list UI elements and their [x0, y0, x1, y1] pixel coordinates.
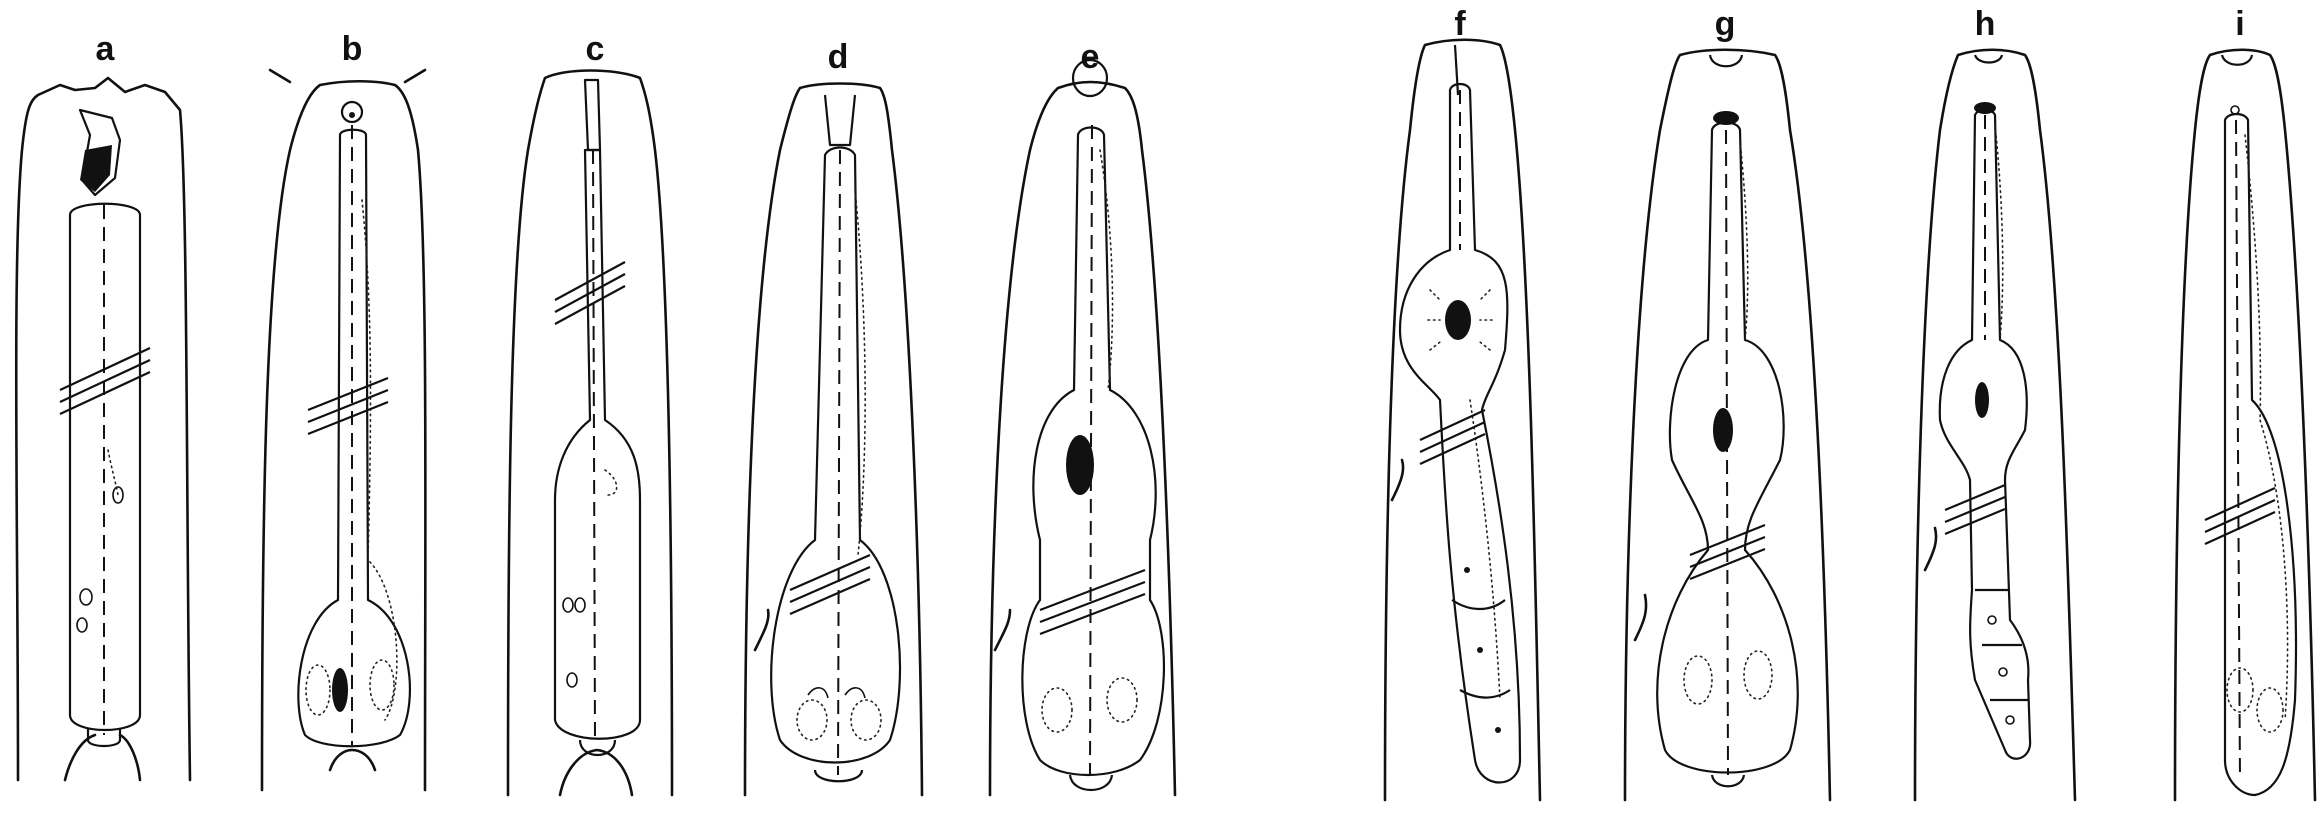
- nerve-ring: [790, 555, 870, 614]
- cardia: [1712, 775, 1744, 786]
- median-bulb-valve: [1445, 300, 1471, 340]
- pharynx: [771, 148, 900, 763]
- pharynx-lumen: [2236, 120, 2240, 780]
- cuticle-fold: [755, 610, 768, 650]
- cephalic-setae: [270, 70, 425, 82]
- lip-region: [1975, 55, 2002, 63]
- pharyngeal-gland-outline: [1470, 400, 1500, 700]
- nerve-ring: [1040, 570, 1145, 634]
- lip-region: [2222, 55, 2252, 65]
- median-bulb-valve: [1975, 382, 1989, 418]
- body-outline: [2175, 50, 2315, 800]
- median-bulb-valve: [1713, 408, 1733, 452]
- pharynx: [555, 150, 640, 739]
- panel-f: f: [1385, 5, 1540, 800]
- panel-a: a: [16, 30, 190, 780]
- panel-g: g: [1625, 5, 1830, 800]
- gland-nucleus: [1042, 688, 1072, 732]
- stylet-spiral-core: [349, 112, 355, 118]
- gland-nucleus: [1477, 647, 1483, 653]
- gland-nucleus: [563, 598, 573, 612]
- gland-nucleus: [2006, 716, 2014, 724]
- cardia: [1070, 775, 1112, 790]
- panel-label-h: h: [1975, 5, 1996, 43]
- gland-nucleus: [80, 589, 92, 605]
- median-bulb-valve: [1066, 435, 1094, 495]
- pharynx: [298, 130, 410, 747]
- gland-nucleus: [370, 660, 394, 710]
- median-bulb-valve: [332, 668, 348, 712]
- panel-label-a: a: [96, 30, 116, 68]
- intestine-start: [330, 750, 375, 770]
- panel-i: i: [2175, 5, 2315, 800]
- panel-b: b: [262, 30, 425, 790]
- pharynx-lumen: [1726, 130, 1728, 775]
- panel-label-b: b: [342, 30, 363, 68]
- panel-c: c: [508, 30, 672, 795]
- gland-nucleus: [1495, 727, 1501, 733]
- gland-nucleus: [1107, 678, 1137, 722]
- nerve-ring: [1945, 485, 2005, 534]
- lip-region: [1710, 55, 1742, 66]
- panel-label-f: f: [1454, 5, 1466, 43]
- pharyngeal-gland-outline: [2245, 135, 2288, 720]
- gland-nucleus: [851, 700, 881, 740]
- cuticle-fold: [995, 610, 1010, 650]
- gland-nucleus: [1684, 656, 1712, 704]
- gland-nucleus: [1464, 567, 1470, 573]
- gland-nucleus: [808, 688, 865, 698]
- panel-d: d: [745, 38, 922, 795]
- panel-label-i: i: [2235, 5, 2244, 43]
- nerve-ring: [308, 378, 388, 434]
- stylet-vestibule: [825, 95, 855, 145]
- pharynx-lumen: [838, 150, 840, 775]
- body-outline: [508, 71, 672, 796]
- gland-nucleus: [77, 618, 87, 632]
- cuticle-fold: [1392, 460, 1403, 500]
- panel-e: e: [990, 38, 1175, 795]
- gland-nucleus: [306, 665, 330, 715]
- panel-label-d: d: [828, 38, 849, 76]
- gland-nucleus: [605, 470, 617, 495]
- gland-nucleus: [1744, 651, 1772, 699]
- stylet-knob: [2231, 106, 2239, 114]
- panel-label-g: g: [1715, 5, 1736, 43]
- nerve-ring: [1420, 410, 1485, 464]
- gland-nucleus: [797, 700, 827, 740]
- intestine-start: [65, 735, 140, 780]
- gland-nucleus: [1999, 668, 2007, 676]
- gland-nucleus: [575, 598, 585, 612]
- gland-nucleus: [567, 673, 577, 687]
- pharynx-lumen: [593, 150, 595, 740]
- nerve-ring: [555, 262, 625, 324]
- cuticle-fold: [1925, 528, 1936, 570]
- nerve-ring: [2205, 488, 2275, 544]
- gland-nucleus: [1988, 616, 1996, 624]
- gland-nucleus: [2257, 688, 2283, 732]
- stylet: [1455, 45, 1458, 95]
- pharynx: [1022, 128, 1164, 776]
- panel-h: h: [1915, 5, 2075, 800]
- gland-lobe-boundary: [1975, 590, 2028, 700]
- intestine-start: [560, 750, 632, 795]
- panel-label-e: e: [1081, 38, 1100, 76]
- cuticle-fold: [1635, 595, 1646, 640]
- panel-label-c: c: [586, 30, 605, 68]
- stylet: [585, 80, 600, 150]
